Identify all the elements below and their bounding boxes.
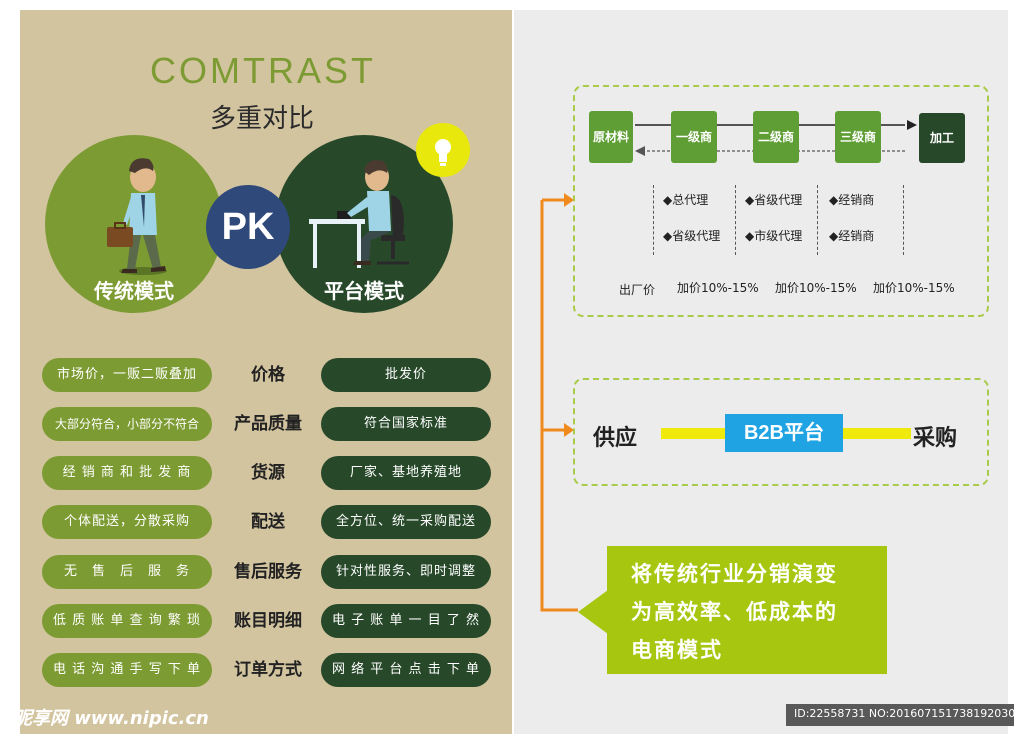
callout-line: 电商模式 (631, 638, 723, 662)
chain-sub-item: ◆省级代理 (663, 229, 721, 243)
platform-mode-label: 平台模式 (324, 279, 404, 303)
criterion-label: 账目明细 (234, 611, 302, 631)
page-subtitle: 多重对比 (210, 104, 315, 134)
platform-circle: 平台模式 (275, 135, 453, 313)
lightbulb-icon (416, 123, 470, 177)
callout-arrow-icon (578, 590, 608, 634)
transform-callout: 将传统行业分销演变 为高效率、低成本的 电商模式 (607, 546, 887, 674)
chain-node: 二级商 (753, 111, 799, 163)
b2b-platform-badge: B2B平台 (725, 414, 843, 452)
callout-line: 为高效率、低成本的 (631, 600, 838, 624)
platform-value: 厂家、基地养殖地 (321, 456, 491, 490)
callout-line: 将传统行业分销演变 (631, 562, 838, 586)
platform-value: 网 络 平 台 点 击 下 单 (321, 653, 491, 687)
supply-chain-diagram: 原材料 一级商 二级商 三级商 加工 ◆总代理 ◆省级代理 ◆省级代理 ◆市级代… (573, 85, 989, 317)
purchase-label: 采购 (913, 426, 958, 451)
criterion-label: 产品质量 (234, 414, 302, 434)
divider (817, 185, 818, 255)
divider (735, 185, 736, 255)
chain-sub-item: ◆经销商 (829, 229, 875, 243)
traditional-value: 电 话 沟 通 手 写 下 单 (42, 653, 212, 687)
divider (903, 185, 904, 255)
traditional-value: 经 销 商 和 批 发 商 (42, 456, 212, 490)
chain-node: 加工 (919, 113, 965, 163)
image-id-text: ID:22558731 NO:20160715173819203085 (794, 707, 1024, 720)
site-watermark: 昵享网 www.nipic.cn (14, 708, 209, 729)
chain-node: 三级商 (835, 111, 881, 163)
chain-node: 原材料 (589, 111, 633, 163)
pk-badge: PK (206, 185, 290, 269)
price-note: 加价10%-15% (677, 281, 759, 295)
supply-label: 供应 (593, 426, 638, 451)
criterion-label: 订单方式 (234, 660, 302, 680)
walking-businessman-icon (107, 158, 167, 275)
traditional-value: 个体配送，分散采购 (42, 505, 212, 539)
traditional-value: 低 质 账 单 查 询 繁 琐 (42, 604, 212, 638)
chain-sub-item: ◆经销商 (829, 193, 875, 207)
price-note: 加价10%-15% (775, 281, 857, 295)
chain-sub-item: ◆省级代理 (745, 193, 803, 207)
id-strip: ID:22558731 NO:20160715173819203085 (786, 704, 1024, 726)
criterion-label: 货源 (251, 463, 285, 483)
price-note: 出厂价 (619, 283, 656, 297)
chain-node: 一级商 (671, 111, 717, 163)
traditional-circle: 传统模式 (45, 135, 223, 313)
platform-value: 符合国家标准 (321, 407, 491, 441)
platform-value: 电 子 账 单 一 目 了 然 (321, 604, 491, 638)
b2b-flow: 供应 B2B平台 采购 (573, 378, 989, 486)
traditional-mode-label: 传统模式 (94, 279, 174, 303)
brand-title: COMTRAST (150, 50, 376, 91)
traditional-value: 市场价，一贩二贩叠加 (42, 358, 212, 392)
criterion-label: 价格 (251, 365, 285, 385)
platform-value: 针对性服务、即时调整 (321, 555, 491, 589)
divider (653, 185, 654, 255)
office-worker-icon (309, 160, 409, 268)
criterion-label: 售后服务 (234, 562, 302, 582)
orange-connector-arrows (540, 193, 578, 612)
platform-value: 批发价 (321, 358, 491, 392)
chain-sub-item: ◆市级代理 (745, 229, 803, 243)
platform-value: 全方位、统一采购配送 (321, 505, 491, 539)
price-note: 加价10%-15% (873, 281, 955, 295)
criterion-label: 配送 (251, 512, 285, 532)
chain-sub-item: ◆总代理 (663, 193, 709, 207)
traditional-value: 大部分符合，小部分不符合 (42, 407, 212, 441)
traditional-value: 无 售 后 服 务 (42, 555, 212, 589)
